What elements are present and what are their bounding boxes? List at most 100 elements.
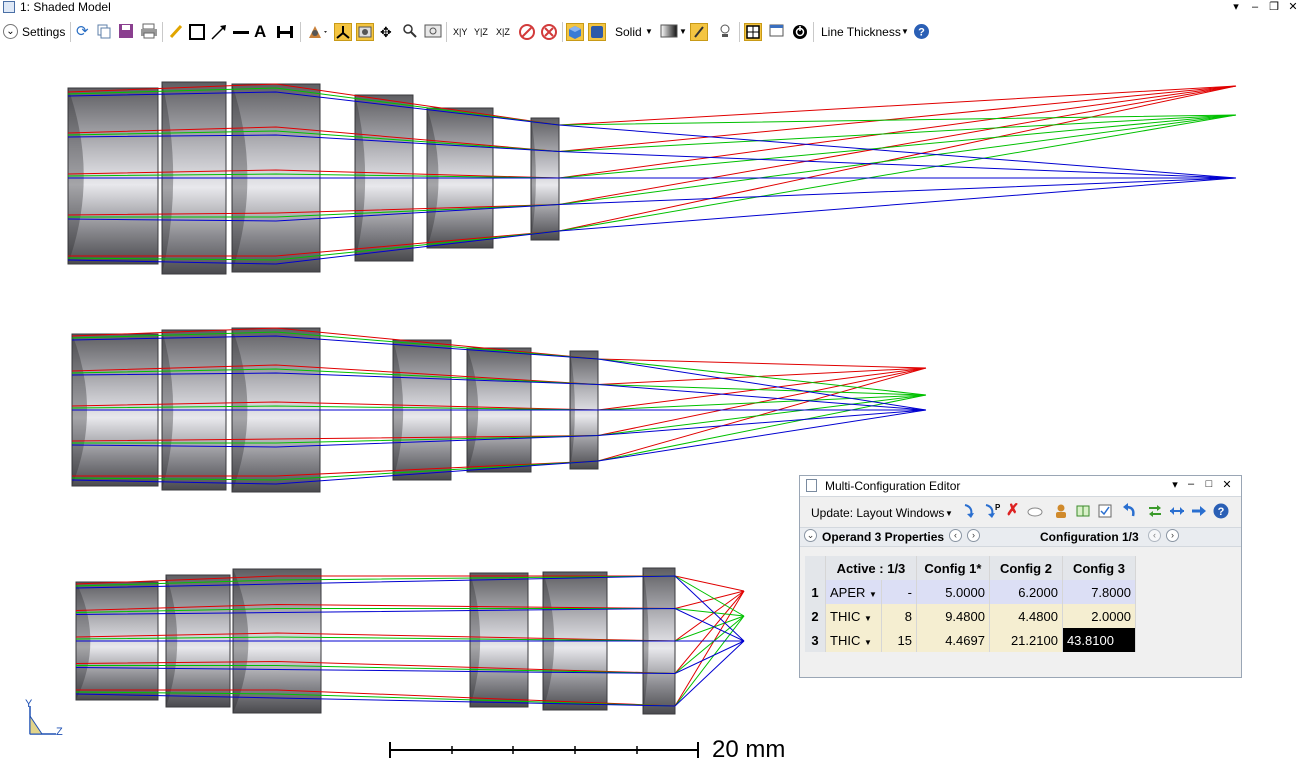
ray-path [71, 367, 927, 411]
config-value[interactable]: 4.4697 [916, 628, 990, 652]
arrow-tool-icon[interactable] [210, 23, 228, 41]
shaded-cube-icon[interactable] [566, 23, 584, 41]
light-icon[interactable] [717, 23, 735, 41]
view-yz-button[interactable]: Y|Z [474, 27, 488, 37]
clear-icon[interactable] [540, 23, 558, 41]
pan-icon[interactable]: ✥ [380, 24, 392, 40]
operand-chevron-icon[interactable]: ▼ [863, 637, 872, 647]
row-number[interactable]: 3 [805, 628, 826, 652]
row-number[interactable]: 2 [805, 604, 826, 628]
update-dropdown[interactable]: Update: Layout Windows [811, 506, 945, 520]
render-mode-dropdown[interactable]: Solid [615, 25, 642, 39]
next-arrow-icon[interactable] [1191, 503, 1207, 519]
ray-path [67, 91, 1237, 179]
restore-button[interactable]: ❐ [1269, 1, 1279, 13]
dimension-tool-icon[interactable] [276, 23, 294, 41]
layout-grid-icon[interactable] [744, 23, 762, 41]
print-icon[interactable] [140, 23, 158, 41]
settings-chevron-icon[interactable]: ⌄ [3, 24, 18, 39]
config-value[interactable]: 5.0000 [916, 580, 990, 604]
row-number[interactable]: 1 [805, 580, 826, 604]
rotate-view-icon[interactable] [306, 23, 327, 41]
power-icon[interactable] [791, 23, 809, 41]
config-value-selected[interactable]: 43.8100 [1062, 628, 1136, 652]
column-header[interactable]: Active : 1/3 [825, 556, 917, 580]
ray-path [67, 85, 1237, 153]
refresh-icon[interactable]: ⟳ [76, 23, 89, 40]
column-header[interactable]: Config 2 [989, 556, 1063, 580]
expand-icon[interactable] [1169, 503, 1185, 519]
operand-chevron-icon[interactable]: ▼ [869, 589, 877, 599]
window-icon[interactable] [768, 23, 786, 41]
line-thickness-chevron-icon[interactable]: ▼ [901, 27, 909, 36]
brush-icon[interactable] [690, 23, 708, 41]
operand-properties-label[interactable]: Operand 3 Properties [822, 530, 945, 544]
copy-icon[interactable] [96, 23, 114, 41]
shaded-model-viewport[interactable] [0, 48, 1304, 738]
close-button[interactable]: ✕ [1288, 1, 1298, 13]
axes-view-icon[interactable] [334, 23, 352, 41]
column-header[interactable]: Config 3 [1062, 556, 1136, 580]
line-thickness-dropdown[interactable]: Line Thickness [821, 25, 901, 39]
line-tool-icon[interactable] [232, 23, 250, 41]
operand-chevron-icon[interactable]: ▼ [863, 613, 872, 623]
dropdown-icon[interactable]: ▾ [1233, 1, 1239, 13]
config-oval-icon[interactable] [1027, 503, 1043, 519]
rectangle-icon[interactable] [188, 23, 206, 41]
rays-off-icon[interactable] [518, 23, 536, 41]
next-config-icon[interactable]: › [1166, 529, 1179, 542]
swap-icon[interactable] [1147, 503, 1163, 519]
delete-operand-icon[interactable]: ✗ [1006, 502, 1020, 519]
solid-mode-icon[interactable] [588, 23, 606, 41]
settings-button[interactable]: Settings [22, 25, 66, 39]
color-gradient-icon[interactable] [660, 23, 678, 41]
config-value[interactable]: 7.8000 [1062, 580, 1136, 604]
ray-path [71, 364, 927, 386]
fit-view-icon[interactable] [356, 23, 374, 41]
config-value[interactable]: 21.2100 [989, 628, 1063, 652]
render-mode-chevron-icon[interactable]: ▼ [645, 27, 653, 36]
sync-icon[interactable] [1075, 503, 1091, 519]
minimize-button[interactable]: – [1251, 1, 1259, 13]
person-icon[interactable] [1053, 503, 1069, 519]
operand-param[interactable]: 8 [881, 604, 917, 628]
operand-type-cell[interactable]: THIC ▼ [825, 604, 882, 628]
save-icon[interactable] [118, 23, 136, 41]
operand-param[interactable]: 15 [881, 628, 917, 652]
properties-expand-icon[interactable]: ⌄ [804, 529, 817, 542]
mce-dropdown-icon[interactable]: ▾ [1172, 479, 1178, 491]
config-value[interactable]: 4.4800 [989, 604, 1063, 628]
ray-path [71, 372, 927, 411]
column-header[interactable]: Config 1* [916, 556, 990, 580]
next-operand-icon[interactable]: › [967, 529, 980, 542]
view-xy-button[interactable]: X|Y [453, 27, 468, 37]
operand-param[interactable]: - [881, 580, 917, 604]
mce-help-icon[interactable]: ? [1213, 503, 1229, 519]
prev-config-icon[interactable]: ‹ [1148, 529, 1161, 542]
axis-y-label: Y [25, 698, 33, 710]
reset-view-icon[interactable] [424, 23, 442, 41]
help-icon[interactable]: ? [913, 23, 931, 41]
scale-bar-label: 20 mm [712, 736, 786, 763]
mce-minimize-button[interactable]: – [1187, 478, 1195, 490]
checklist-icon[interactable] [1097, 503, 1113, 519]
gradient-chevron-icon[interactable]: ▼ [679, 27, 687, 36]
config-value[interactable]: 2.0000 [1062, 604, 1136, 628]
update-chevron-icon[interactable]: ▼ [945, 509, 953, 518]
insert-after-icon[interactable]: P [983, 503, 1001, 519]
text-tool-icon[interactable]: A [254, 22, 267, 41]
table-row: 1 APER ▼ - 5.0000 6.2000 7.8000 [805, 580, 1136, 604]
undo-icon[interactable] [1121, 503, 1137, 519]
operand-type-cell[interactable]: THIC ▼ [825, 628, 882, 652]
separator [562, 22, 563, 42]
insert-operand-icon[interactable] [961, 503, 977, 519]
view-xz-button[interactable]: X|Z [496, 27, 510, 37]
operand-type-cell[interactable]: APER ▼ [825, 580, 882, 604]
zoom-icon[interactable] [402, 23, 420, 41]
mce-restore-button[interactable]: □ [1205, 478, 1213, 490]
config-value[interactable]: 9.4800 [916, 604, 990, 628]
pencil-icon[interactable] [168, 23, 186, 41]
prev-operand-icon[interactable]: ‹ [949, 529, 962, 542]
config-value[interactable]: 6.2000 [989, 580, 1063, 604]
mce-close-button[interactable]: ✕ [1222, 479, 1232, 491]
